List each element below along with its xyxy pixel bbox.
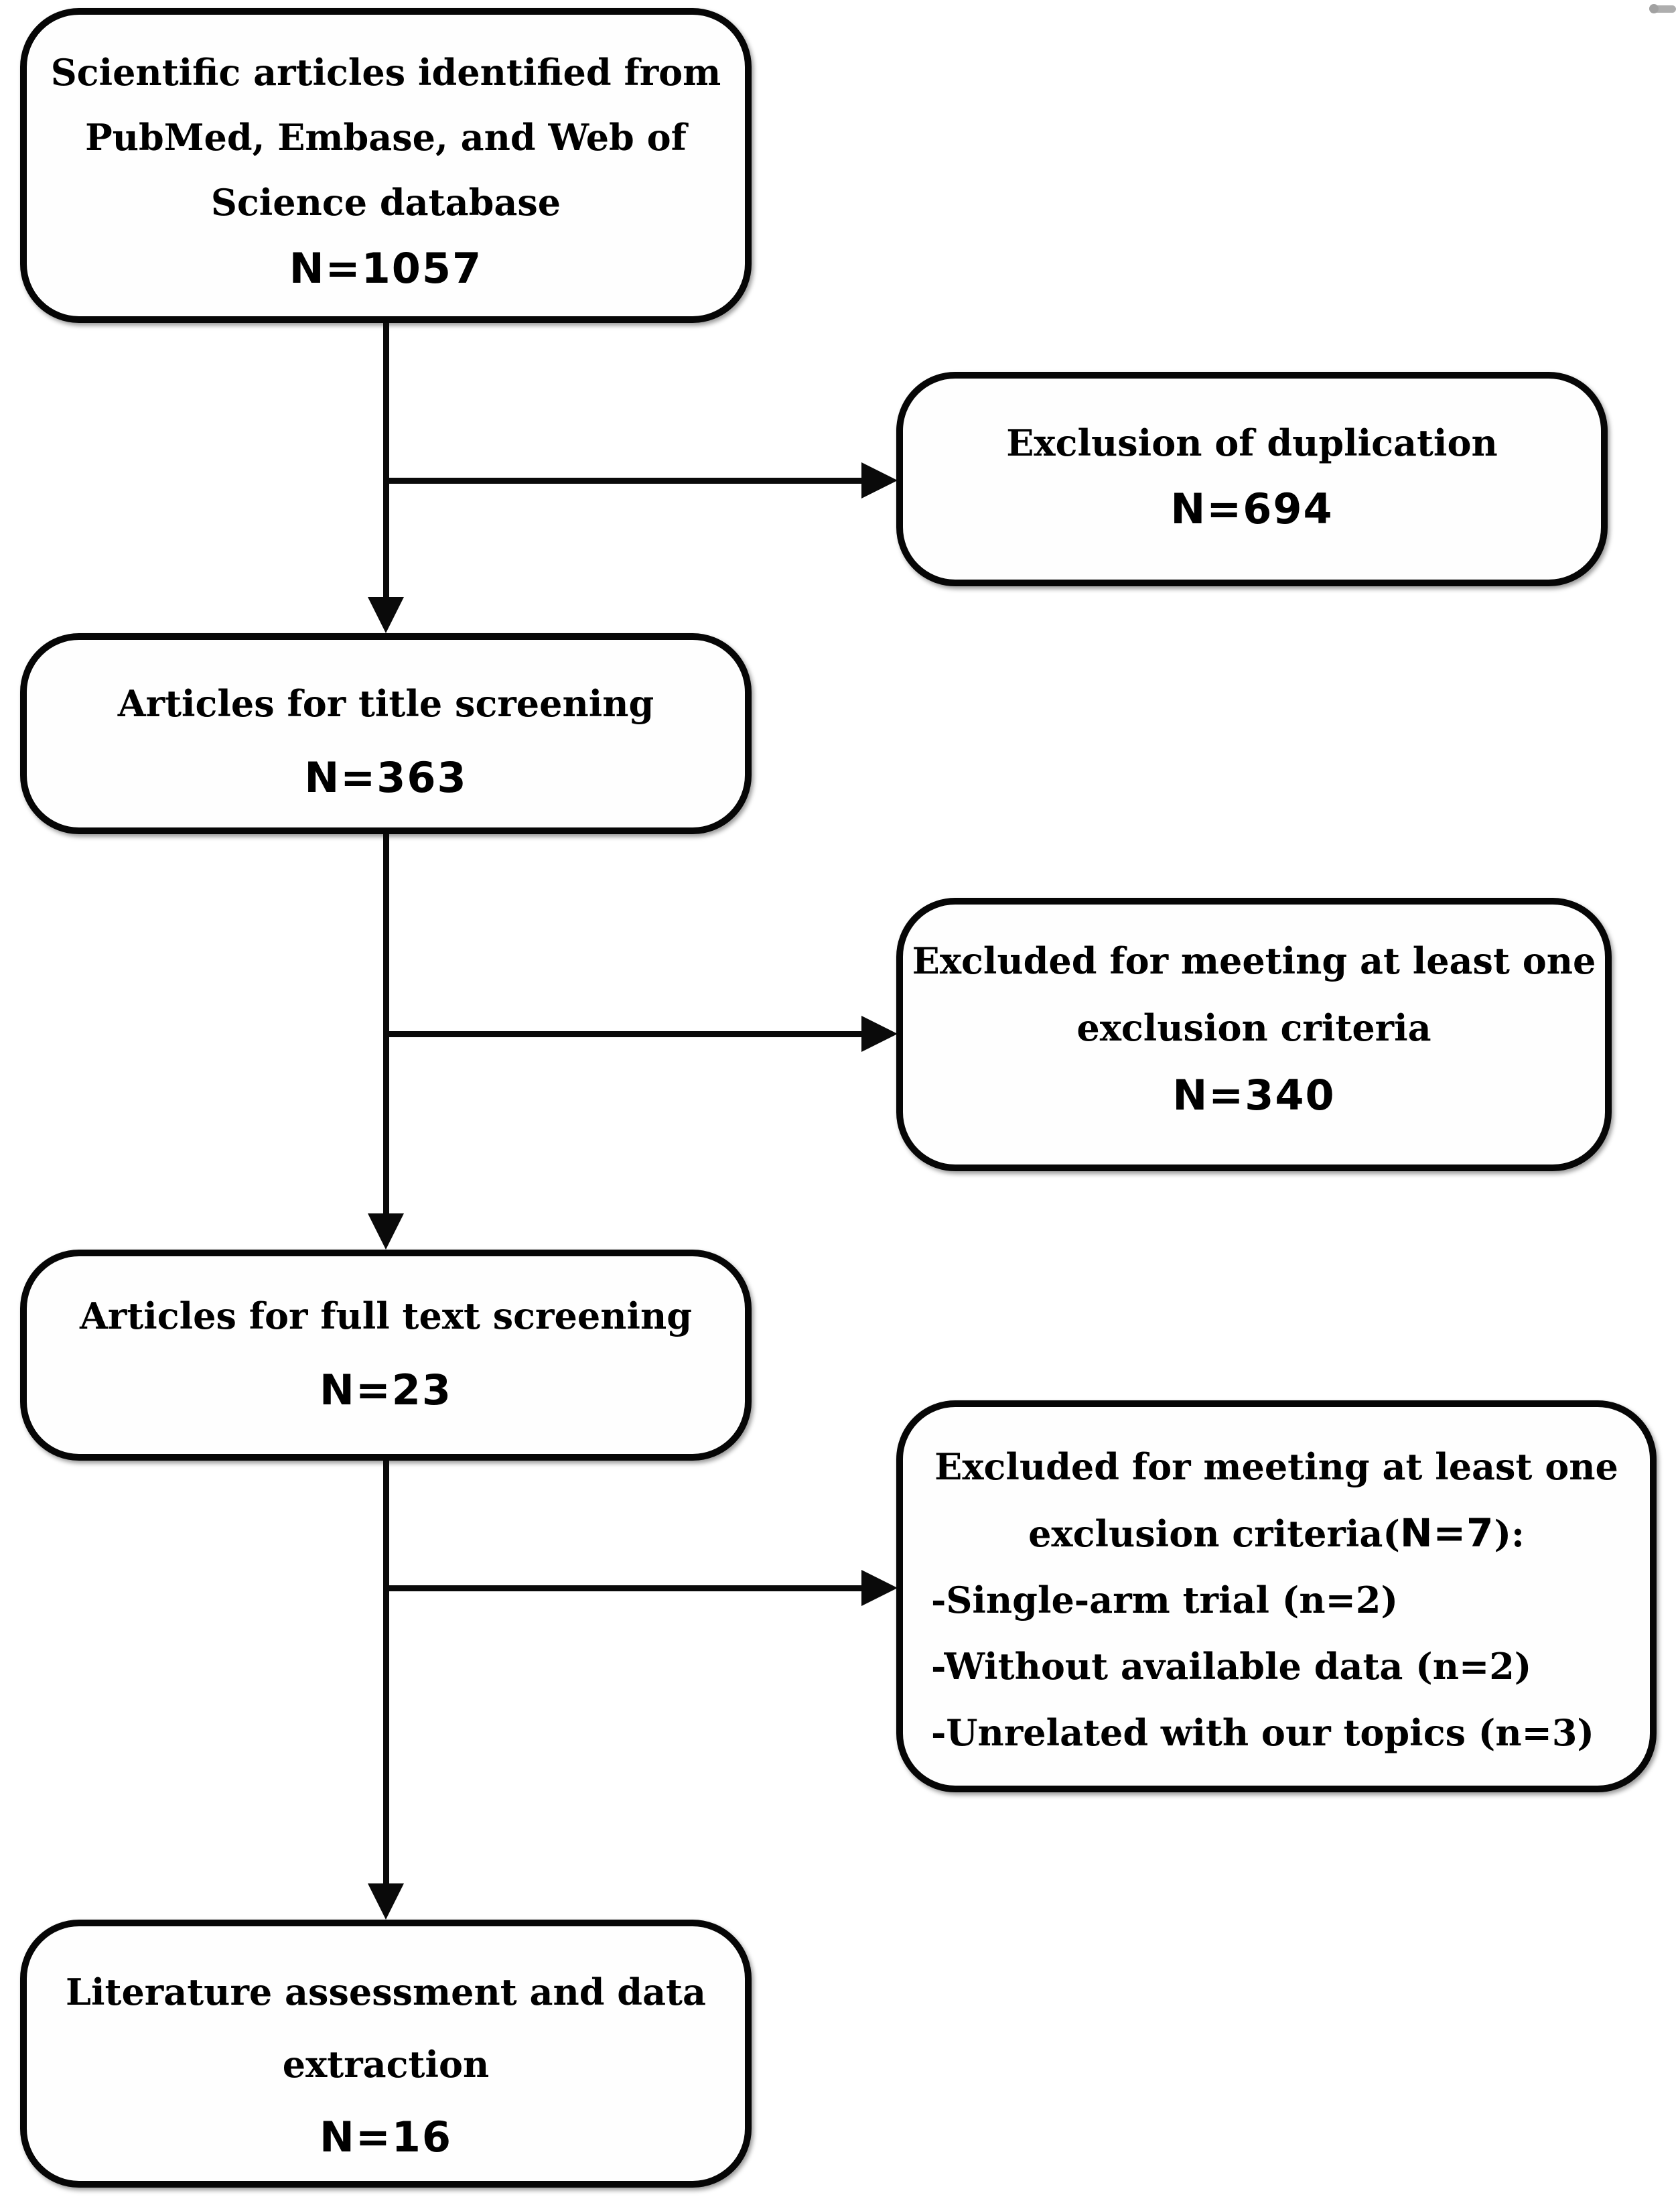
corner-smudge-artifact [1649,4,1676,13]
box-fulltext-screening: Articles for full text screening N=23 [20,1250,752,1461]
arrowhead-into-assessment-icon [368,1883,404,1920]
arrowhead-into-title-excluded-icon [861,1016,898,1052]
box-duplication-exclusion: Exclusion of duplication N=694 [896,372,1608,586]
box-title-screening-line1: Articles for title screening [117,682,654,725]
box-title-excluded-line1: Excluded for meeting at least one [912,939,1596,982]
box-fulltext-excluded-line2-prefix: exclusion criteria( [1028,1512,1400,1555]
arrowhead-into-title-screening-icon [368,597,404,633]
box-fulltext-excluded-line2-suffix: ): [1494,1512,1525,1555]
box-identification: Scientific articles identified from PubM… [20,8,752,323]
box-title-excluded: Excluded for meeting at least one exclus… [896,898,1612,1171]
box-title-excluded-count: N=340 [1172,1071,1336,1120]
arrowhead-into-duplication-icon [861,462,898,498]
connector-to-duplication [383,478,863,484]
box-identification-count: N=1057 [289,244,483,293]
box-fulltext-excluded-line1: Excluded for meeting at least one [934,1445,1618,1488]
box-identification-line3: Science database [210,181,561,224]
box-duplication-count: N=694 [1170,484,1334,533]
arrowhead-into-fulltext-screening-icon [368,1213,404,1250]
box-identification-line1: Scientific articles identified from [50,51,721,94]
box-identification-line2: PubMed, Embase, and Web of [85,116,687,159]
connector-to-fulltext-excluded [383,1585,863,1591]
connector-to-title-excluded [383,1031,863,1037]
box-fulltext-excluded-line2: exclusion criteria(N=7): [903,1500,1650,1567]
box-fulltext-screening-line1: Articles for full text screening [79,1294,693,1337]
box-fulltext-excluded: Excluded for meeting at least one exclus… [896,1400,1657,1792]
connector-identification-to-title [383,323,389,600]
box-title-excluded-line2: exclusion criteria [1076,1006,1431,1049]
box-fulltext-excluded-line2-count: N=7 [1399,1510,1494,1556]
box-assessment-line1: Literature assessment and data [66,1971,706,2013]
box-assessment-line2: extraction [282,2043,490,2086]
connector-fulltext-to-assessment [383,1461,389,1885]
arrowhead-into-fulltext-excluded-icon [861,1570,898,1606]
box-fulltext-excluded-item2: -Without available data (n=2) [931,1645,1532,1688]
box-assessment: Literature assessment and data extractio… [20,1920,752,2188]
box-assessment-count: N=16 [319,2113,453,2161]
box-fulltext-screening-count: N=23 [319,1366,453,1414]
box-title-screening-count: N=363 [304,753,468,802]
box-duplication-line1: Exclusion of duplication [1006,421,1498,464]
box-fulltext-excluded-item1: -Single-arm trial (n=2) [931,1579,1398,1621]
connector-title-to-fulltext [383,834,389,1215]
box-fulltext-excluded-item3: -Unrelated with our topics (n=3) [931,1711,1594,1754]
box-title-screening: Articles for title screening N=363 [20,633,752,834]
